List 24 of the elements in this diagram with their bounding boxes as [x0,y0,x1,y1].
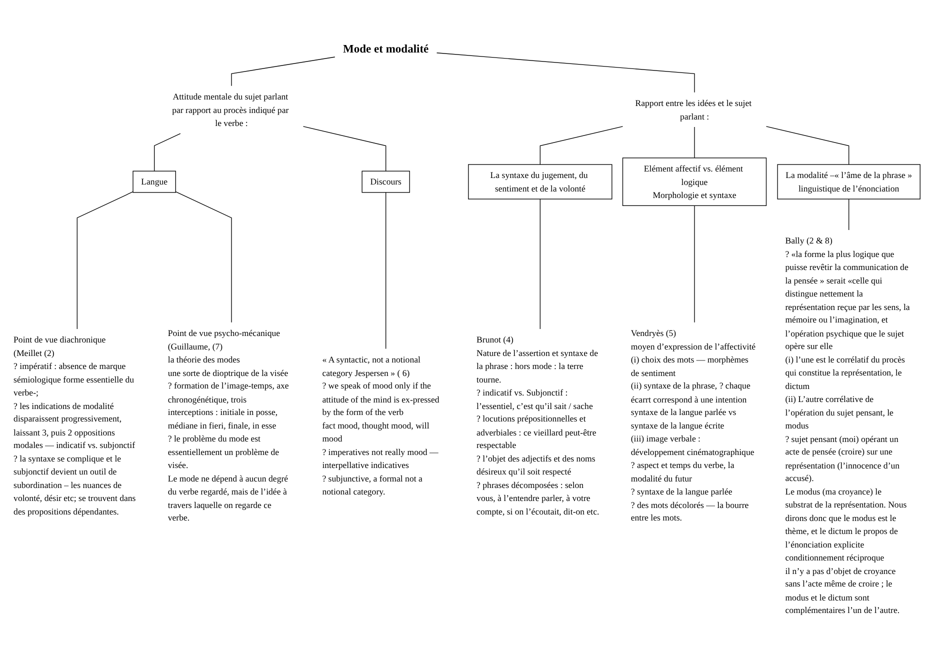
node-box: La syntaxe du jugement, du sentiment et de la volonté [468,164,612,200]
node-box: Elément affectif vs. élément logique Morphologie et syntaxe [622,158,767,206]
connector [175,191,232,323]
node-text: Rapport entre les idées et le sujet parlant : [635,98,752,122]
connector [302,126,386,172]
node-text: Attitude mentale du sujet parlant par rapport au procès indiqué par le verbe : [172,91,289,128]
node-text: Mode et modalité [343,42,429,56]
connector [848,198,850,230]
node-text: Bally (2 & 8) ? «la forme la plus logique que puisse revêtir la communication de la pensée » serait «celle qui distingue nettement la représentation reçue par les sens, la mémoire ou l’imagination, et l’opération psychique que le sujet opère sur elle (i) l’une est le corrélatif du procès qui constitue la représentation, le dictum (ii) L’autre corrélative de l’opération du sujet pensant, le modus ? sujet pensant (moi) opérant un acte de pensée (croire) sur une représentation (l’innocence d’un accusé). Le modus (ma croyance) le substrat de la représentation. Nous dirons donc que le modus est le thème, et le dictum le propos de l’énonciation explicite conditionnement réciproque il n’y a pas d’objet de croyance sans l’acte même de croire ; le modus et le dictum sont complémentaires l’un de l’autre. [785,235,910,616]
connector [231,56,336,86]
node-box: La modalité –« l’âme de la phrase » linguistique de l’énonciation [777,164,920,200]
node-text: Point de vue diachronique (Meillet (2) ? impératif : absence de marque sémiologique forme essentielle du verbe-; ? les indications de modalité disparaissent progressivement, laissant 3, puis 2 oppositions modales — indicatif vs. subjonctif ? la syntaxe se complique et le subjonctif devient un outil de subordination – les nuances de volonté, désir etc; se trouvent dans des propositions dépendantes. [14,334,136,516]
node-text: Point de vue psycho-mécanique (Guillaume, (7) la théorie des modes une sorte de dioptrique de la visée ? formation de l’image-temps, axe chronogénétique, trois interceptions : initiale in posse, médiane in fieri, finale, in esse ? le problème du mode est essentiellement un problème de visée. Le mode ne dépend à aucun degré du verbe regardé, mais de l’idée à travers laquelle on regarde ce verbe. [168,328,289,523]
connector [436,52,695,93]
node-text: Brunot (4) Nature de l’assertion et syntaxe de la phrase : hors mode : la terre tourne. ? indicatif vs. Subjonctif : l’essentiel, c’est qu’il sait / sache ? locutions prépositionnelles et adverbiales : ce vieillard peut-être respectable ? l’objet des adjectifs et des noms désireux qu’il soit respecté ? phrases décomposées : selon vous, à l’entendre parler, à votre compte, si on l’écoutait, dit-on etc. [476,334,600,516]
node-text: « A syntactic, not a notional category Jespersen » ( 6) ? we speak of mood only if the attitude of the mind is ex-pressed by the form of the verb fact mood, thought mood, will mood ? imperatives not really mood — interpellative indicatives ? subjunctive, a formal not a notional category. [322,354,440,496]
connector [694,126,695,158]
node-box: Discours [362,170,410,193]
connector [766,126,850,165]
node-box: Langue [132,170,176,193]
connector [540,126,624,165]
connector [694,205,695,323]
node-text: Vendryès (5) moyen d’expression de l’affectivité (i) choix des mots — morphèmes de sentiment (ii) syntaxe de la phrase, ? chaque écarrt correspond à une intention syntaxe de la langue parlée vs syntaxe de la langue écrite (iii) image verbale : développement cinématographique ? aspect et temps du verbe, la modalité du futur ? syntaxe de la langue parlée ? des mots décolorés — la bourre entre les mots. [630,328,756,523]
connector [76,191,134,330]
